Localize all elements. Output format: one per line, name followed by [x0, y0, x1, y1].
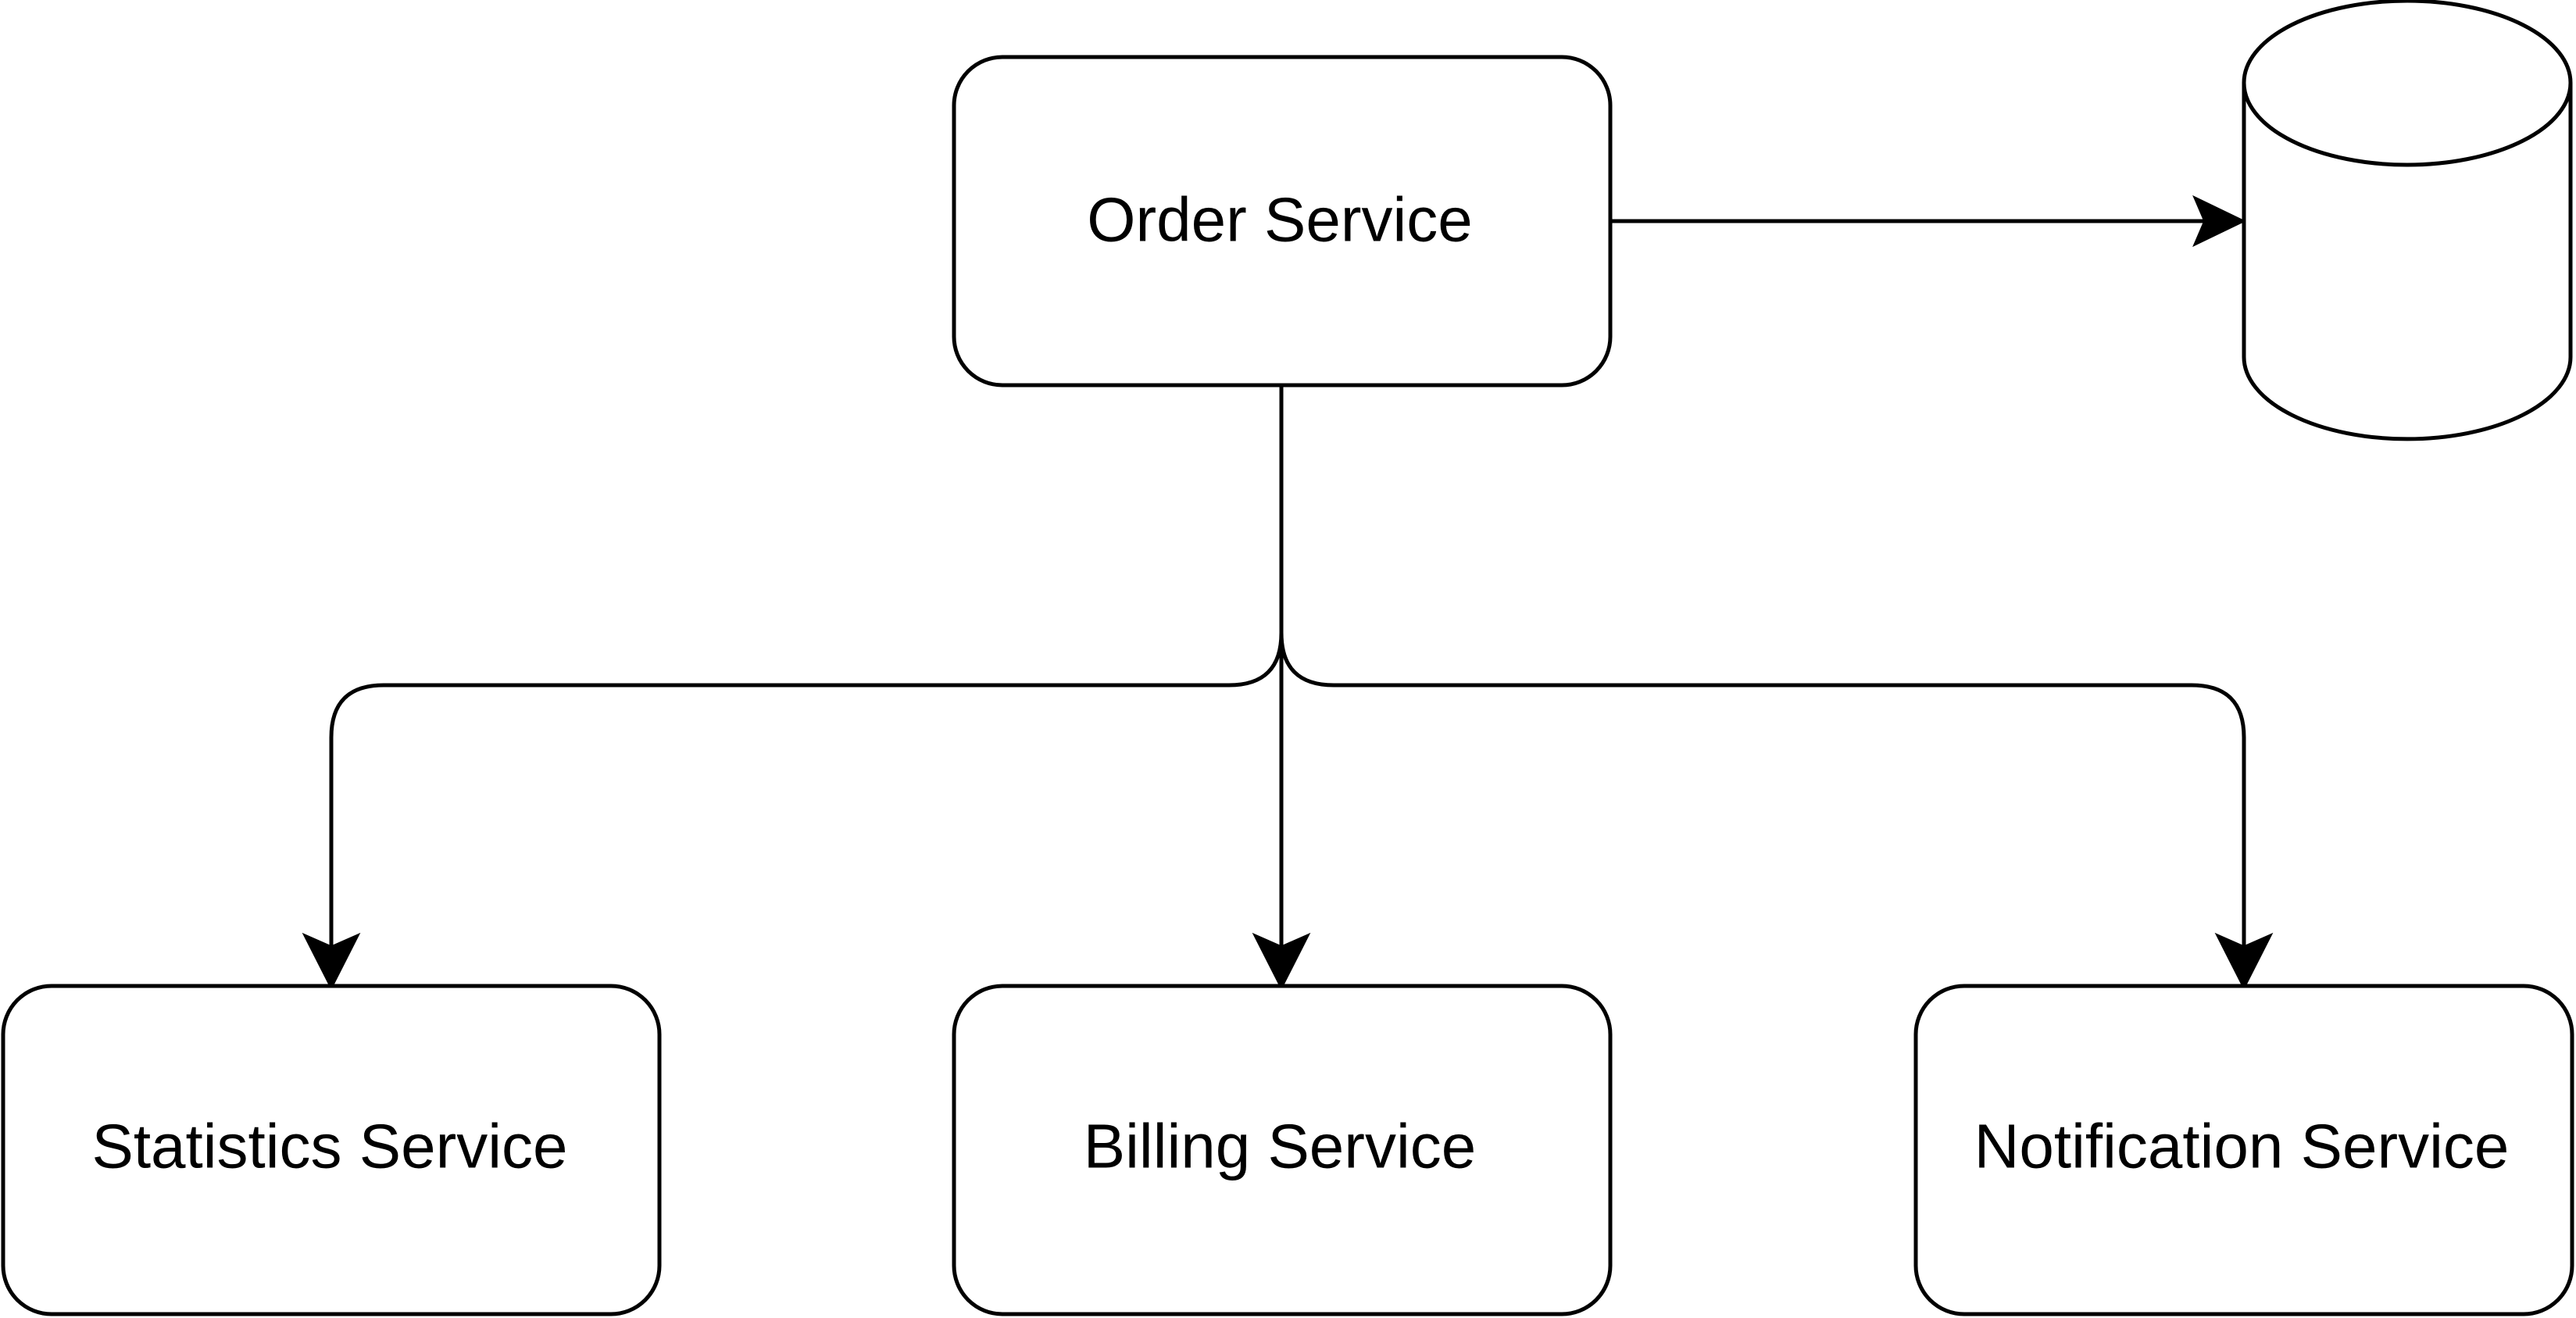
edge-order-to-notification [1279, 385, 2274, 991]
database-cylinder[interactable] [2242, 0, 2573, 441]
notification-service-node[interactable]: Notification Service [1913, 984, 2574, 1316]
statistics-service-node[interactable]: Statistics Service [1, 984, 662, 1316]
order-service-label: Order Service [1087, 185, 1472, 255]
order-service-node[interactable]: Order Service [952, 55, 1613, 388]
edges [302, 195, 2274, 991]
statistics-service-label: Statistics Service [91, 1112, 567, 1181]
edge-order-to-statistics [302, 385, 1284, 991]
edge-order-to-database [1610, 195, 2246, 248]
billing-service-label: Billing Service [1084, 1112, 1476, 1181]
notification-service-label: Notification Service [1974, 1112, 2510, 1181]
billing-service-node[interactable]: Billing Service [952, 984, 1613, 1316]
